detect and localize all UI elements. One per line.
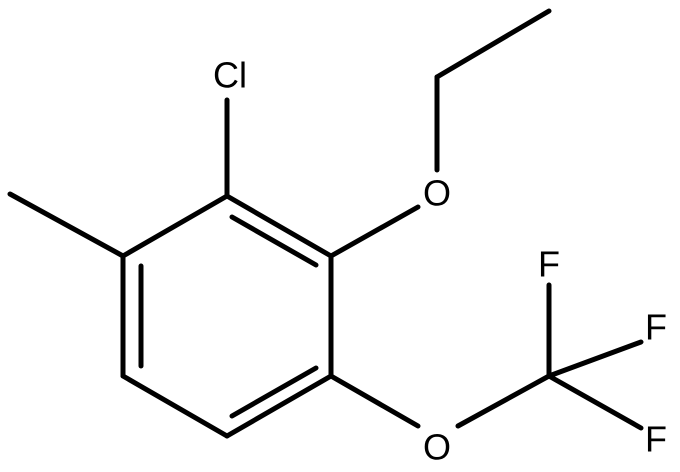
bond-o-cf3	[455, 373, 552, 429]
bond-ring-c1-c2-inner	[229, 214, 319, 268]
atom-label-f3: F	[645, 419, 667, 460]
atom-label-o-trifluoromethoxy: O	[423, 427, 451, 468]
bond-c-f2	[546, 339, 644, 379]
bond-ring-c1-c2	[224, 193, 334, 259]
bond-ring-c6-c1	[120, 193, 230, 259]
atom-label-f1: F	[538, 244, 560, 285]
bond-ring-c3-c4-inner	[229, 365, 319, 419]
bond-methyl	[7, 191, 126, 259]
bond-c-f3	[546, 373, 644, 431]
atom-label-o-ethoxy: O	[423, 173, 451, 214]
bonds	[7, 8, 644, 439]
atom-label-f2: F	[645, 307, 667, 348]
bond-c-o-ocf3	[328, 373, 421, 429]
atom-labels: Cl O O F F F	[213, 55, 667, 468]
bond-ring-c4-c5	[120, 373, 230, 439]
atom-label-cl: Cl	[213, 55, 247, 96]
bond-ch2-ch3	[434, 8, 552, 80]
bond-c-o-ethoxy	[328, 204, 421, 259]
bond-ring-c3-c4	[224, 373, 334, 439]
